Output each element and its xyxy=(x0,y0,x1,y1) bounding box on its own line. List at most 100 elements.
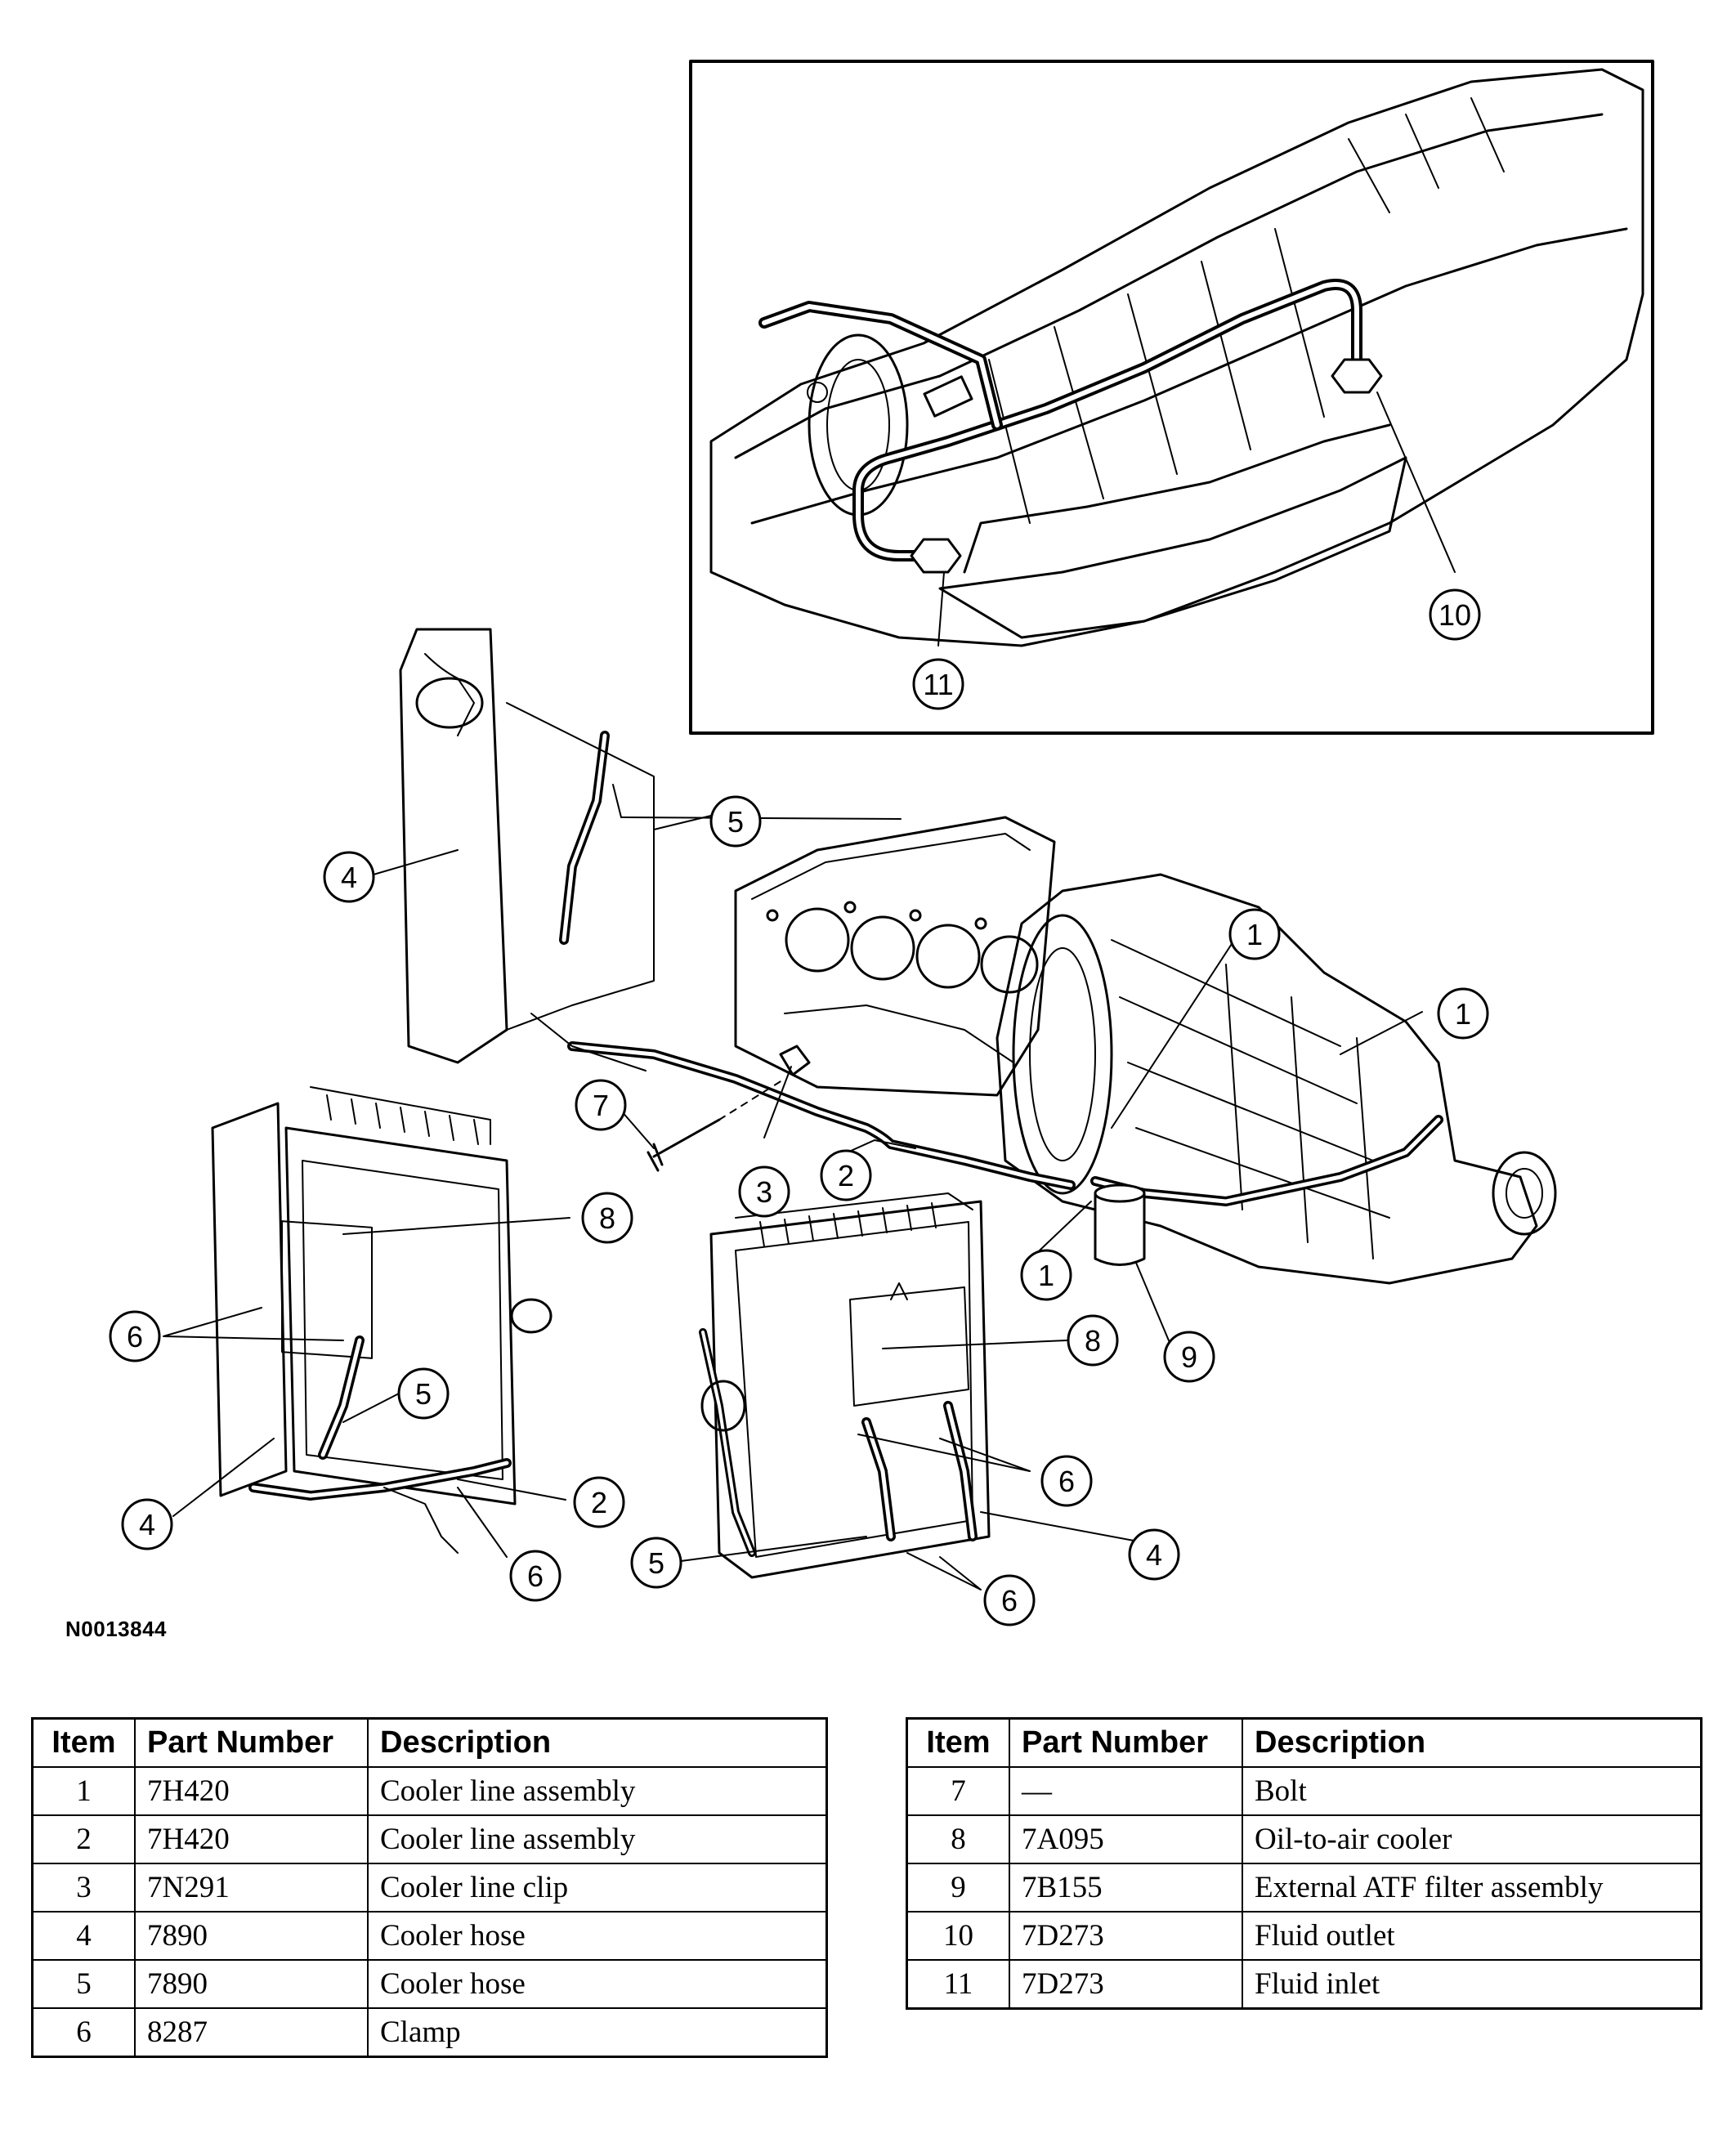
callout-10: 10 xyxy=(1429,588,1481,641)
header-part-number: Part Number xyxy=(1009,1717,1243,1768)
cell-part-number: 7B155 xyxy=(1009,1863,1243,1913)
svg-text:4: 4 xyxy=(139,1508,155,1541)
cell-part-number: 7H420 xyxy=(134,1814,369,1864)
cell-part-number: 7A095 xyxy=(1009,1814,1243,1864)
callout-8: 8 xyxy=(581,1192,633,1244)
cell-description: Clamp xyxy=(367,2007,828,2058)
cell-description: Fluid outlet xyxy=(1242,1911,1702,1961)
callout-5: 5 xyxy=(709,795,762,848)
cell-item: 4 xyxy=(31,1911,136,1961)
table-row: 11 7D273 Fluid inlet xyxy=(906,1959,1702,2010)
cell-item: 9 xyxy=(906,1863,1010,1913)
svg-text:1: 1 xyxy=(1038,1259,1054,1292)
callout-4: 4 xyxy=(1128,1528,1180,1581)
callout-3: 3 xyxy=(738,1165,790,1218)
cell-description: Cooler hose xyxy=(367,1911,828,1961)
cell-part-number: 7D273 xyxy=(1009,1911,1243,1961)
callout-6: 6 xyxy=(109,1310,161,1362)
callout-9: 9 xyxy=(1163,1331,1215,1383)
svg-text:8: 8 xyxy=(599,1201,615,1235)
cell-item: 1 xyxy=(31,1766,136,1816)
cell-item: 6 xyxy=(31,2007,136,2058)
cell-item: 2 xyxy=(31,1814,136,1864)
cell-item: 5 xyxy=(31,1959,136,2009)
callout-1: 1 xyxy=(1228,908,1281,960)
table-row: 4 7890 Cooler hose xyxy=(31,1911,828,1961)
table-row: 2 7H420 Cooler line assembly xyxy=(31,1814,828,1864)
table-row: 7 — Bolt xyxy=(906,1766,1702,1816)
svg-text:6: 6 xyxy=(527,1559,544,1593)
upper-radiator-fragment xyxy=(399,628,655,1071)
callout-2: 2 xyxy=(820,1149,872,1201)
cell-part-number: 7D273 xyxy=(1009,1959,1243,2010)
svg-text:3: 3 xyxy=(756,1175,772,1209)
cell-description: Fluid inlet xyxy=(1242,1959,1702,2010)
table-row: 1 7H420 Cooler line assembly xyxy=(31,1766,828,1816)
header-item: Item xyxy=(906,1717,1010,1768)
cell-description: Cooler hose xyxy=(367,1959,828,2009)
callout-1: 1 xyxy=(1437,987,1489,1040)
svg-text:1: 1 xyxy=(1455,997,1471,1031)
callout-8: 8 xyxy=(1067,1314,1119,1367)
header-description: Description xyxy=(367,1717,828,1768)
callouts: 10 11 5 4 1 1 7 3 xyxy=(109,588,1489,1626)
left-radiator-cooler xyxy=(211,1086,553,1554)
callout-4: 4 xyxy=(121,1498,173,1550)
cell-item: 8 xyxy=(906,1814,1010,1864)
svg-text:1: 1 xyxy=(1246,918,1263,951)
callout-7: 7 xyxy=(575,1079,627,1131)
svg-text:6: 6 xyxy=(1001,1584,1018,1617)
table-row: 6 8287 Clamp xyxy=(31,2007,828,2058)
table-row: 5 7890 Cooler hose xyxy=(31,1959,828,2009)
cell-item: 7 xyxy=(906,1766,1010,1816)
cell-description: Oil-to-air cooler xyxy=(1242,1814,1702,1864)
leader-lines xyxy=(163,784,1423,1590)
callout-5: 5 xyxy=(630,1537,682,1589)
cell-description: Cooler line assembly xyxy=(367,1814,828,1864)
cell-description: External ATF filter assembly xyxy=(1242,1863,1702,1913)
svg-text:8: 8 xyxy=(1085,1324,1101,1358)
cell-part-number: 7H420 xyxy=(134,1766,369,1816)
svg-text:5: 5 xyxy=(415,1377,432,1411)
svg-text:2: 2 xyxy=(838,1159,854,1192)
svg-text:10: 10 xyxy=(1438,598,1471,632)
center-radiator-cooler xyxy=(699,1192,991,1579)
cell-description: Bolt xyxy=(1242,1766,1702,1816)
cell-part-number: — xyxy=(1009,1766,1243,1816)
cell-part-number: 7890 xyxy=(134,1911,369,1961)
svg-text:6: 6 xyxy=(127,1320,143,1353)
header-description: Description xyxy=(1242,1717,1702,1768)
table-header-row: Item Part Number Description xyxy=(31,1717,828,1768)
cell-item: 10 xyxy=(906,1911,1010,1961)
cell-part-number: 7N291 xyxy=(134,1863,369,1913)
svg-text:6: 6 xyxy=(1058,1465,1075,1498)
svg-text:7: 7 xyxy=(593,1089,609,1122)
callout-5: 5 xyxy=(397,1367,450,1420)
svg-text:5: 5 xyxy=(648,1546,664,1580)
svg-text:9: 9 xyxy=(1181,1340,1197,1374)
callout-6: 6 xyxy=(509,1550,562,1602)
callout-6: 6 xyxy=(983,1574,1036,1626)
cell-part-number: 8287 xyxy=(134,2007,369,2058)
table-row: 10 7D273 Fluid outlet xyxy=(906,1911,1702,1961)
parts-table-left: Item Part Number Description 1 7H420 Coo… xyxy=(31,1717,828,2058)
callout-11: 11 xyxy=(912,658,964,710)
table-row: 3 7N291 Cooler line clip xyxy=(31,1863,828,1913)
header-item: Item xyxy=(31,1717,136,1768)
exploded-view-illustration: 10 11 5 4 1 1 7 3 xyxy=(109,60,1654,1626)
callout-4: 4 xyxy=(323,849,459,903)
callout-2: 2 xyxy=(573,1476,625,1528)
engine-transmission-assembly xyxy=(559,731,1557,1285)
table-row: 9 7B155 External ATF filter assembly xyxy=(906,1863,1702,1913)
cell-item: 11 xyxy=(906,1959,1010,2010)
cell-description: Cooler line assembly xyxy=(367,1766,828,1816)
svg-text:11: 11 xyxy=(923,668,953,701)
svg-text:4: 4 xyxy=(1146,1538,1162,1572)
svg-text:4: 4 xyxy=(341,861,357,894)
parts-table-right: Item Part Number Description 7 — Bolt 8 … xyxy=(906,1717,1702,2010)
table-row: 8 7A095 Oil-to-air cooler xyxy=(906,1814,1702,1864)
figure-reference-code: N0013844 xyxy=(65,1617,167,1641)
callout-1: 1 xyxy=(1020,1249,1072,1301)
svg-text:5: 5 xyxy=(727,805,744,839)
cell-item: 3 xyxy=(31,1863,136,1913)
